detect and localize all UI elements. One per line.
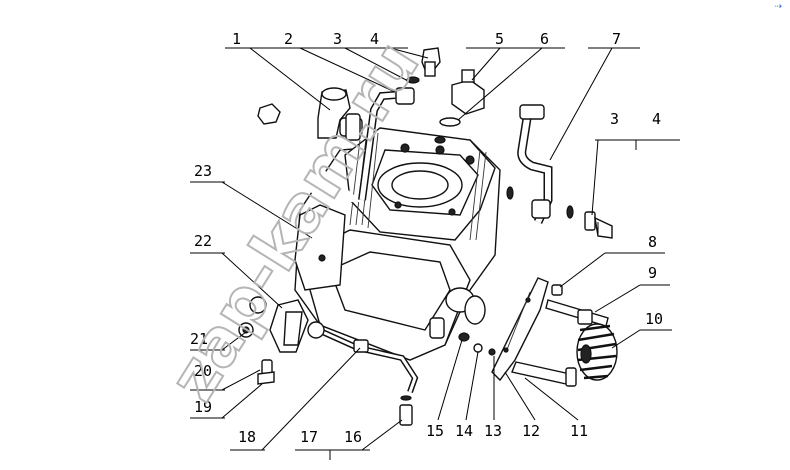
- gasket-plate-12: [491, 277, 549, 382]
- callout-2: 2: [284, 30, 293, 48]
- callout-22: 22: [194, 232, 212, 250]
- callout-5: 5: [495, 30, 504, 48]
- tube-lower-18: [307, 321, 419, 426]
- callout-3: 3: [333, 30, 342, 48]
- gear-10: [576, 323, 618, 381]
- banjo-bolt-top: [406, 47, 441, 84]
- callout-1: 1: [232, 30, 241, 48]
- callout-9: 9: [648, 264, 657, 282]
- callout-4: 4: [370, 30, 379, 48]
- callout-8: 8: [648, 233, 657, 251]
- callout-17: 17: [300, 428, 318, 446]
- callout-10: 10: [645, 310, 663, 328]
- callout-6: 6: [540, 30, 549, 48]
- callout-4-right: 4: [652, 110, 661, 128]
- callout-19: 19: [194, 398, 212, 416]
- callout-13: 13: [484, 422, 502, 440]
- shaft-11: [511, 361, 577, 387]
- curved-pipe-7: [517, 104, 553, 224]
- washers-13-15: [429, 317, 496, 356]
- callout-14: 14: [455, 422, 473, 440]
- callout-12: 12: [522, 422, 540, 440]
- washers-right-top: [506, 186, 574, 219]
- callout-18: 18: [238, 428, 256, 446]
- callout-15: 15: [426, 422, 444, 440]
- tube-2: [358, 87, 415, 201]
- elbow-fitting-1: [317, 87, 363, 141]
- bracket-22: [238, 296, 309, 385]
- callout-labels: 1 2 3 4 5 6 7 3 4 8 9 10 11 12 13 14 15 …: [190, 30, 663, 446]
- callout-11: 11: [570, 422, 588, 440]
- callout-23: 23: [194, 162, 212, 180]
- bent-pipe-left: [257, 103, 360, 202]
- leader-lines: [190, 47, 680, 460]
- bolts-8-9: [545, 284, 609, 327]
- callout-16: 16: [344, 428, 362, 446]
- callout-7: 7: [612, 30, 621, 48]
- callout-20: 20: [194, 362, 212, 380]
- valve-head-5: [434, 69, 485, 144]
- corner-mark: ⇢: [774, 2, 782, 12]
- banjo-bolt-right: [584, 211, 613, 239]
- callout-3-right: 3: [610, 110, 619, 128]
- callout-21: 21: [190, 330, 208, 348]
